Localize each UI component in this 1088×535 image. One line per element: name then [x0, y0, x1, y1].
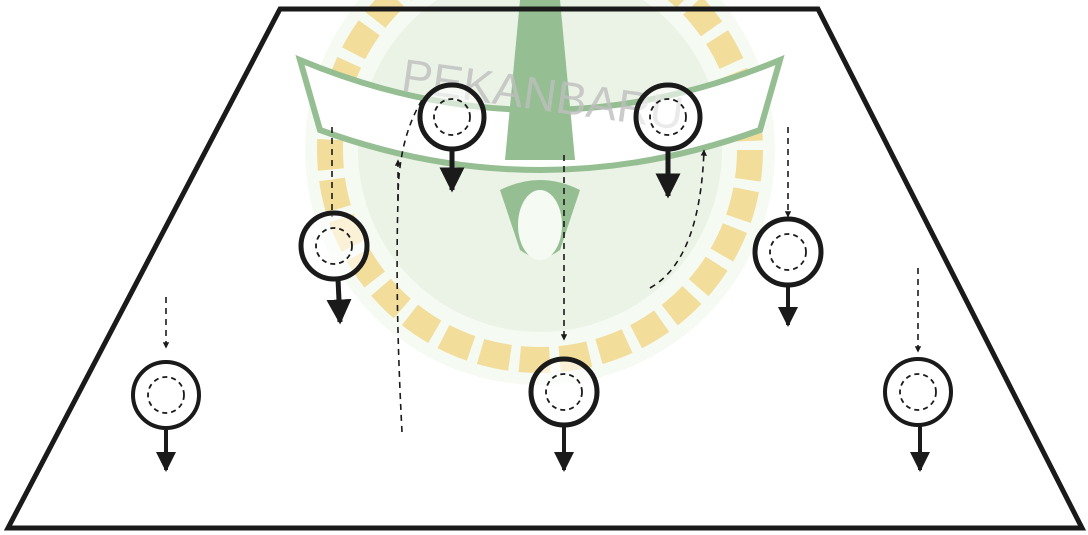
movement-paths: [162, 99, 922, 433]
player-mid-right: [752, 216, 824, 327]
curve-path-right: [649, 149, 707, 289]
player-bottom-right: [883, 357, 953, 472]
curve-path-left: [396, 99, 423, 433]
player-top-right: [633, 82, 703, 199]
player-bottom-center: [528, 356, 600, 472]
player-bottom-left: [131, 360, 201, 472]
watermark-seal: PEKANBARU: [295, 0, 785, 385]
players: [131, 82, 953, 472]
field-outline: [3, 6, 1087, 531]
player-mid-left: [298, 210, 370, 325]
player-top-left: [417, 82, 487, 193]
